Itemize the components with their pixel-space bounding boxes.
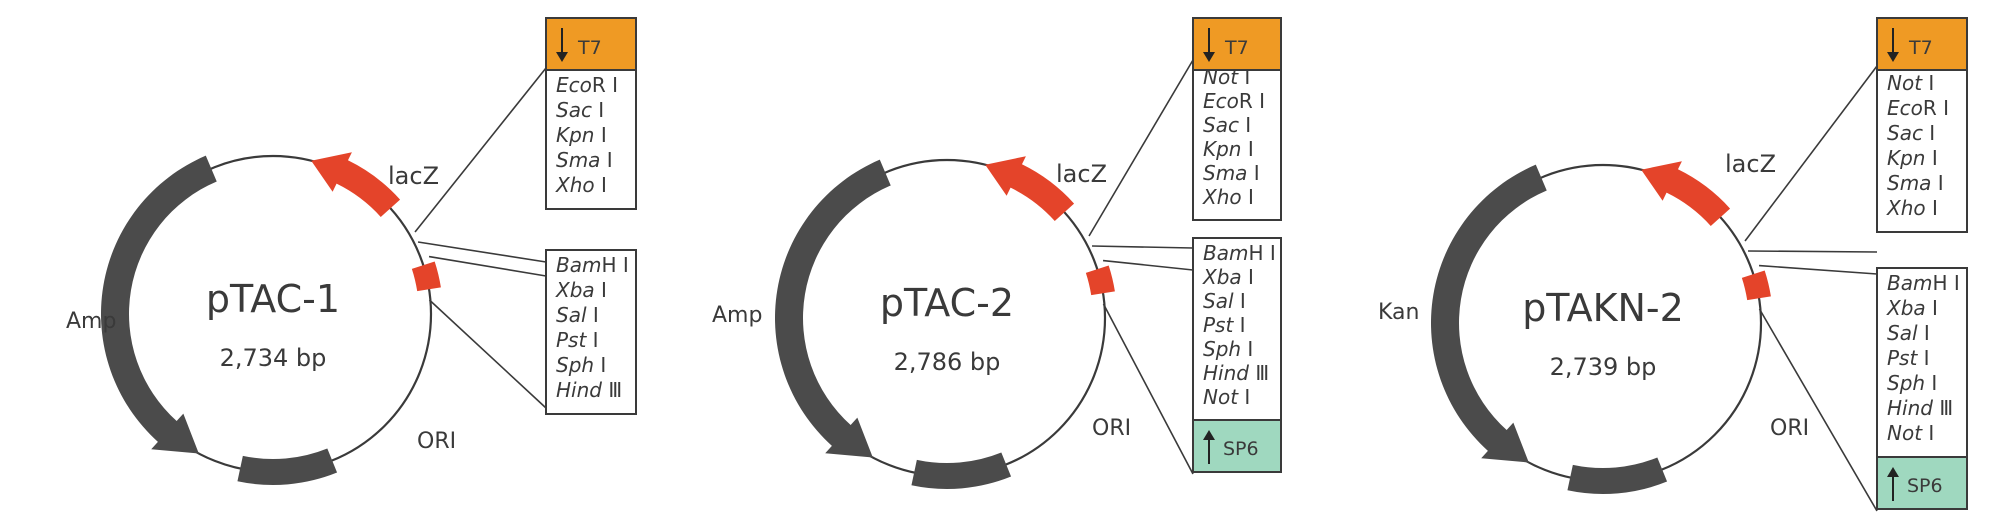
ori-label: ORI <box>1770 416 1809 441</box>
restriction-site: Sma I <box>1203 161 1260 185</box>
ori-block <box>1567 457 1668 494</box>
restriction-site: Sac I <box>1887 121 1935 145</box>
restriction-site: Sac I <box>1203 113 1251 137</box>
restriction-site: Kpn I <box>1203 137 1254 161</box>
restriction-site: Xho I <box>1886 196 1938 220</box>
resistance-marker-arrow <box>1431 164 1547 463</box>
restriction-site: Sph I <box>556 353 606 377</box>
resistance-marker-arrow <box>774 159 891 458</box>
restriction-site: Not I <box>1887 421 1934 445</box>
callout-line-upper <box>417 241 547 263</box>
insert-marker <box>1741 270 1771 301</box>
restriction-site: Sal I <box>556 303 599 327</box>
restriction-site: Hind Ⅲ <box>556 378 622 402</box>
resistance-marker-label: Amp <box>66 309 116 334</box>
insert-marker <box>411 261 441 292</box>
plasmid-name: pTAC-1 <box>206 277 340 321</box>
restriction-site: Sal I <box>1203 289 1246 313</box>
callout-line-top <box>414 67 547 233</box>
lower-sites-box <box>1876 267 1968 458</box>
restriction-site: EcoR I <box>1203 89 1265 113</box>
callout-line-top <box>1088 59 1194 237</box>
restriction-site: EcoR I <box>556 73 618 97</box>
upper-sites-box <box>1876 69 1968 233</box>
t7-label: T7 <box>1224 37 1249 59</box>
plasmid-size: 2,734 bp <box>220 344 327 372</box>
ori-label: ORI <box>417 429 456 454</box>
restriction-site: Sac I <box>556 98 604 122</box>
lacz-arrow <box>1641 161 1731 226</box>
ori-block <box>911 452 1012 490</box>
lower-sites-box <box>545 249 637 415</box>
restriction-site: Hind Ⅲ <box>1203 361 1269 385</box>
upper-sites-box <box>545 69 637 210</box>
lacz-label: lacZ <box>1725 150 1776 178</box>
restriction-site: Not I <box>1203 65 1250 89</box>
resistance-marker-arrow <box>100 155 217 454</box>
restriction-site: Pst I <box>1887 346 1930 370</box>
restriction-site: Xba I <box>1202 265 1254 289</box>
mcs-gap <box>1089 208 1193 270</box>
lacz-arrow <box>311 152 401 217</box>
restriction-site: Not I <box>1203 385 1250 409</box>
restriction-site: Not I <box>1887 71 1934 95</box>
lacz-label: lacZ <box>388 162 439 190</box>
restriction-site: Pst I <box>556 328 599 352</box>
callout-line-bottom <box>1758 308 1878 512</box>
insert-marker <box>1085 265 1115 296</box>
restriction-site: EcoR I <box>1887 96 1949 120</box>
callout-line-lower <box>1759 264 1878 275</box>
restriction-site: BamH I <box>556 253 629 277</box>
down-arrowhead-icon <box>556 52 568 62</box>
restriction-site: Xba I <box>555 278 607 302</box>
callout-line-upper <box>1092 245 1194 249</box>
sp6-label: SP6 <box>1223 438 1259 460</box>
t7-label: T7 <box>577 37 602 59</box>
callout-line-lower <box>1102 259 1194 271</box>
restriction-site: Sal I <box>1887 321 1930 345</box>
plasmid-size: 2,739 bp <box>1550 353 1657 381</box>
restriction-site: Sph I <box>1887 371 1937 395</box>
up-arrowhead-icon <box>1887 467 1899 477</box>
up-arrowhead-icon <box>1203 430 1215 440</box>
restriction-site: Kpn I <box>1887 146 1938 170</box>
restriction-site: Xba I <box>1886 296 1938 320</box>
restriction-site: Kpn I <box>556 123 607 147</box>
restriction-site: Xho I <box>1202 185 1254 209</box>
ori-label: ORI <box>1092 416 1131 441</box>
ori-block <box>237 448 338 485</box>
lacz-arrow <box>985 156 1075 221</box>
plasmid-name: pTAKN-2 <box>1522 286 1684 330</box>
restriction-site: Pst I <box>1203 313 1246 337</box>
callout-line-upper <box>1748 250 1878 253</box>
lacz-label: lacZ <box>1056 160 1107 188</box>
plasmid-size: 2,786 bp <box>894 348 1001 376</box>
down-arrowhead-icon <box>1203 52 1215 62</box>
callout-line-top <box>1744 65 1878 242</box>
callout-line-bottom <box>1102 303 1194 475</box>
restriction-site: Sma I <box>1887 171 1944 195</box>
restriction-site: Xho I <box>555 173 607 197</box>
restriction-site: Sma I <box>556 148 613 172</box>
sp6-promoter-box <box>1192 419 1282 473</box>
mcs-gap <box>1745 220 1877 274</box>
restriction-site: Sph I <box>1203 337 1253 361</box>
plasmid-name: pTAC-2 <box>880 281 1014 325</box>
restriction-site: BamH I <box>1887 271 1960 295</box>
callout-line-lower <box>428 255 547 277</box>
resistance-marker-label: Amp <box>712 303 762 328</box>
callout-line-bottom <box>428 299 547 409</box>
down-arrowhead-icon <box>1887 52 1899 62</box>
upper-sites-box <box>1192 69 1282 221</box>
sp6-label: SP6 <box>1907 475 1943 497</box>
resistance-marker-label: Kan <box>1378 300 1419 325</box>
restriction-site: Hind Ⅲ <box>1887 396 1953 420</box>
restriction-site: BamH I <box>1203 241 1276 265</box>
t7-label: T7 <box>1908 37 1933 59</box>
